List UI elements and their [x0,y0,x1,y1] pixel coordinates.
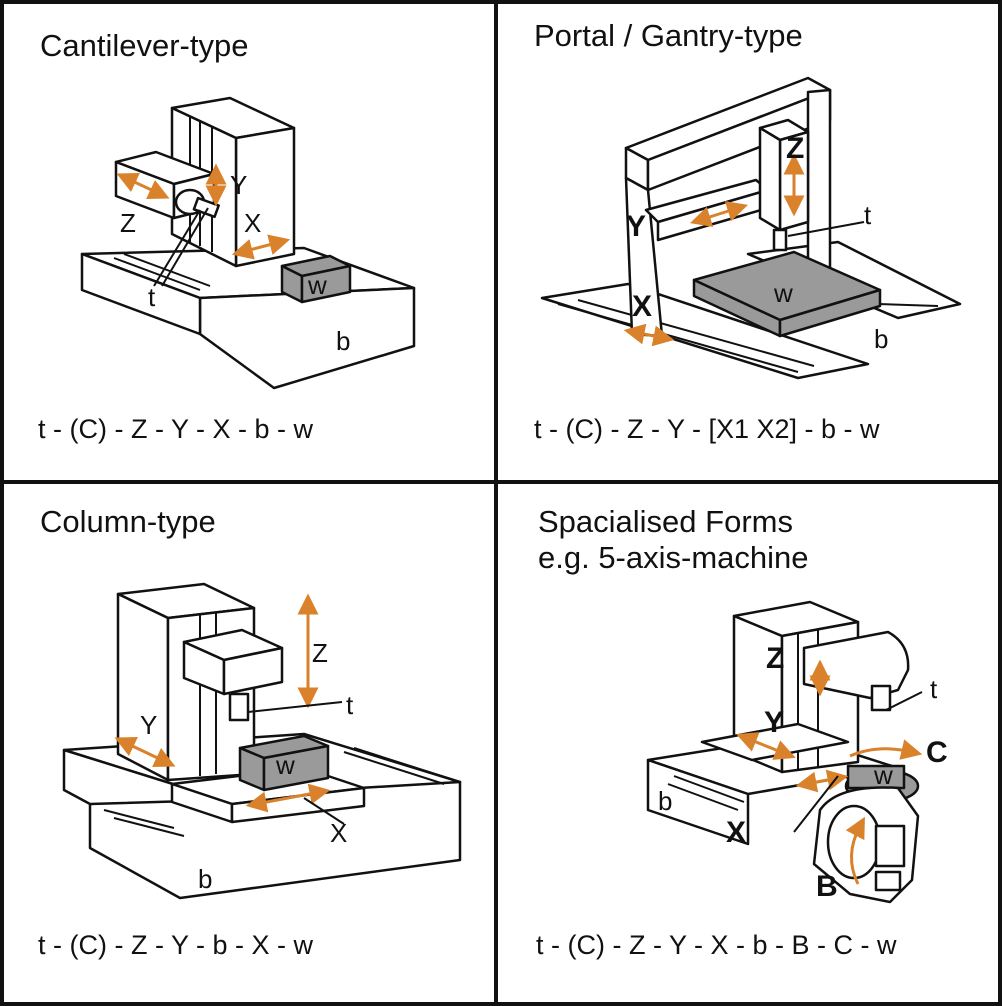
base-label: b [874,324,888,354]
machine-base-front [88,780,462,900]
z-ram-side [758,126,782,232]
x-axis-label: X [726,816,746,849]
x-axis-label: X [244,208,261,238]
x-axis-label: X [330,818,347,848]
panel-title: Portal / Gantry-type [534,18,803,53]
rail-left [540,282,870,380]
y-axis-arrow [114,737,176,767]
panel-title: Spacialised Forms e.g. 5-axis-machine [538,504,809,575]
z-tool [772,228,788,252]
machine-base-front [198,286,416,390]
x-axis-arrow [231,234,291,260]
spindle-tool [870,684,892,712]
trunnion-foot [874,870,902,892]
table-slots [103,253,211,295]
tool-label: t [346,690,354,720]
portal-leg-right [806,88,832,288]
workpiece-label: w [873,760,893,790]
machine-base-side [646,758,750,846]
z-axis-label: Z [766,642,784,675]
z-axis-arrow [116,172,170,200]
y-axis-label: Y [140,710,157,740]
tool-leader [153,209,201,287]
x-leader [793,775,839,833]
spindle-tool [228,692,250,722]
x-axis-arrow [623,323,675,347]
x-leader [303,797,345,825]
kinematic-chain-formula: t - (C) - Z - Y - X - b - w [38,414,313,444]
tool-label: t [864,200,872,230]
workpiece-label: w [773,278,793,308]
base-slots [103,747,455,837]
y-axis-label: Y [230,170,247,200]
panel-title: Cantilever-type [40,28,249,63]
cantilever-machine-illustration: Y Z X t w b [80,96,416,390]
x-axis-arrow [795,769,849,793]
five-axis-machine-illustration: Z t Y C b w X B [646,600,948,904]
c-axis-arrow [849,739,923,760]
panel-5-axis: Spacialised Forms e.g. 5-axis-machine [498,484,998,1002]
b-axis-label: B [816,870,838,903]
vertical-divider [494,0,498,1006]
y-axis-label: Y [626,210,646,243]
panel-cantilever: Cantilever-type [4,4,494,480]
b-axis-arrow [845,816,865,885]
rail-slots [557,299,939,373]
y-axis-arrow [736,732,796,760]
workpiece-front [300,264,352,304]
kinematic-chain-formula: t - (C) - Z - Y - b - X - w [38,930,313,960]
head-front [222,646,284,696]
tool-label: t [930,674,938,704]
y-axis-label: Y [764,706,784,739]
y-axis-arrow [689,201,749,227]
base-label: b [198,864,212,894]
kinematic-chain-formula: t - (C) - Z - Y - X - b - B - C - w [536,930,897,960]
panel-title: Column-type [40,504,216,539]
c-axis-label: C [926,736,948,769]
gantry-machine-illustration: Z Y t X w b [540,76,962,380]
base-label: b [658,786,672,816]
z-axis-label: Z [312,638,328,668]
base-label: b [336,326,350,356]
tool-label: t [148,282,156,312]
workpiece-front [778,288,882,338]
workpiece-front [262,744,330,792]
column-machine-illustration: Z t Y w X b [62,582,462,900]
base-slots [667,775,745,811]
tool-leader [247,701,343,713]
horizontal-divider [0,480,1002,484]
z-axis-label: Z [120,208,136,238]
tool-leader [885,691,923,711]
tool-leader [787,221,865,237]
z-axis-label: Z [786,132,804,165]
panel-column: Column-type [4,484,494,1002]
tool-leader-2 [161,207,209,287]
trunnion-bracket [874,824,906,868]
kinematic-chain-formula: t - (C) - Z - Y - [X1 X2] - b - w [534,414,880,444]
panel-gantry: Portal / Gantry-type [498,4,998,480]
workpiece-label: w [307,270,327,300]
x-axis-label: X [632,290,652,323]
x-axis-arrow [245,783,331,813]
workpiece-label: w [275,750,295,780]
